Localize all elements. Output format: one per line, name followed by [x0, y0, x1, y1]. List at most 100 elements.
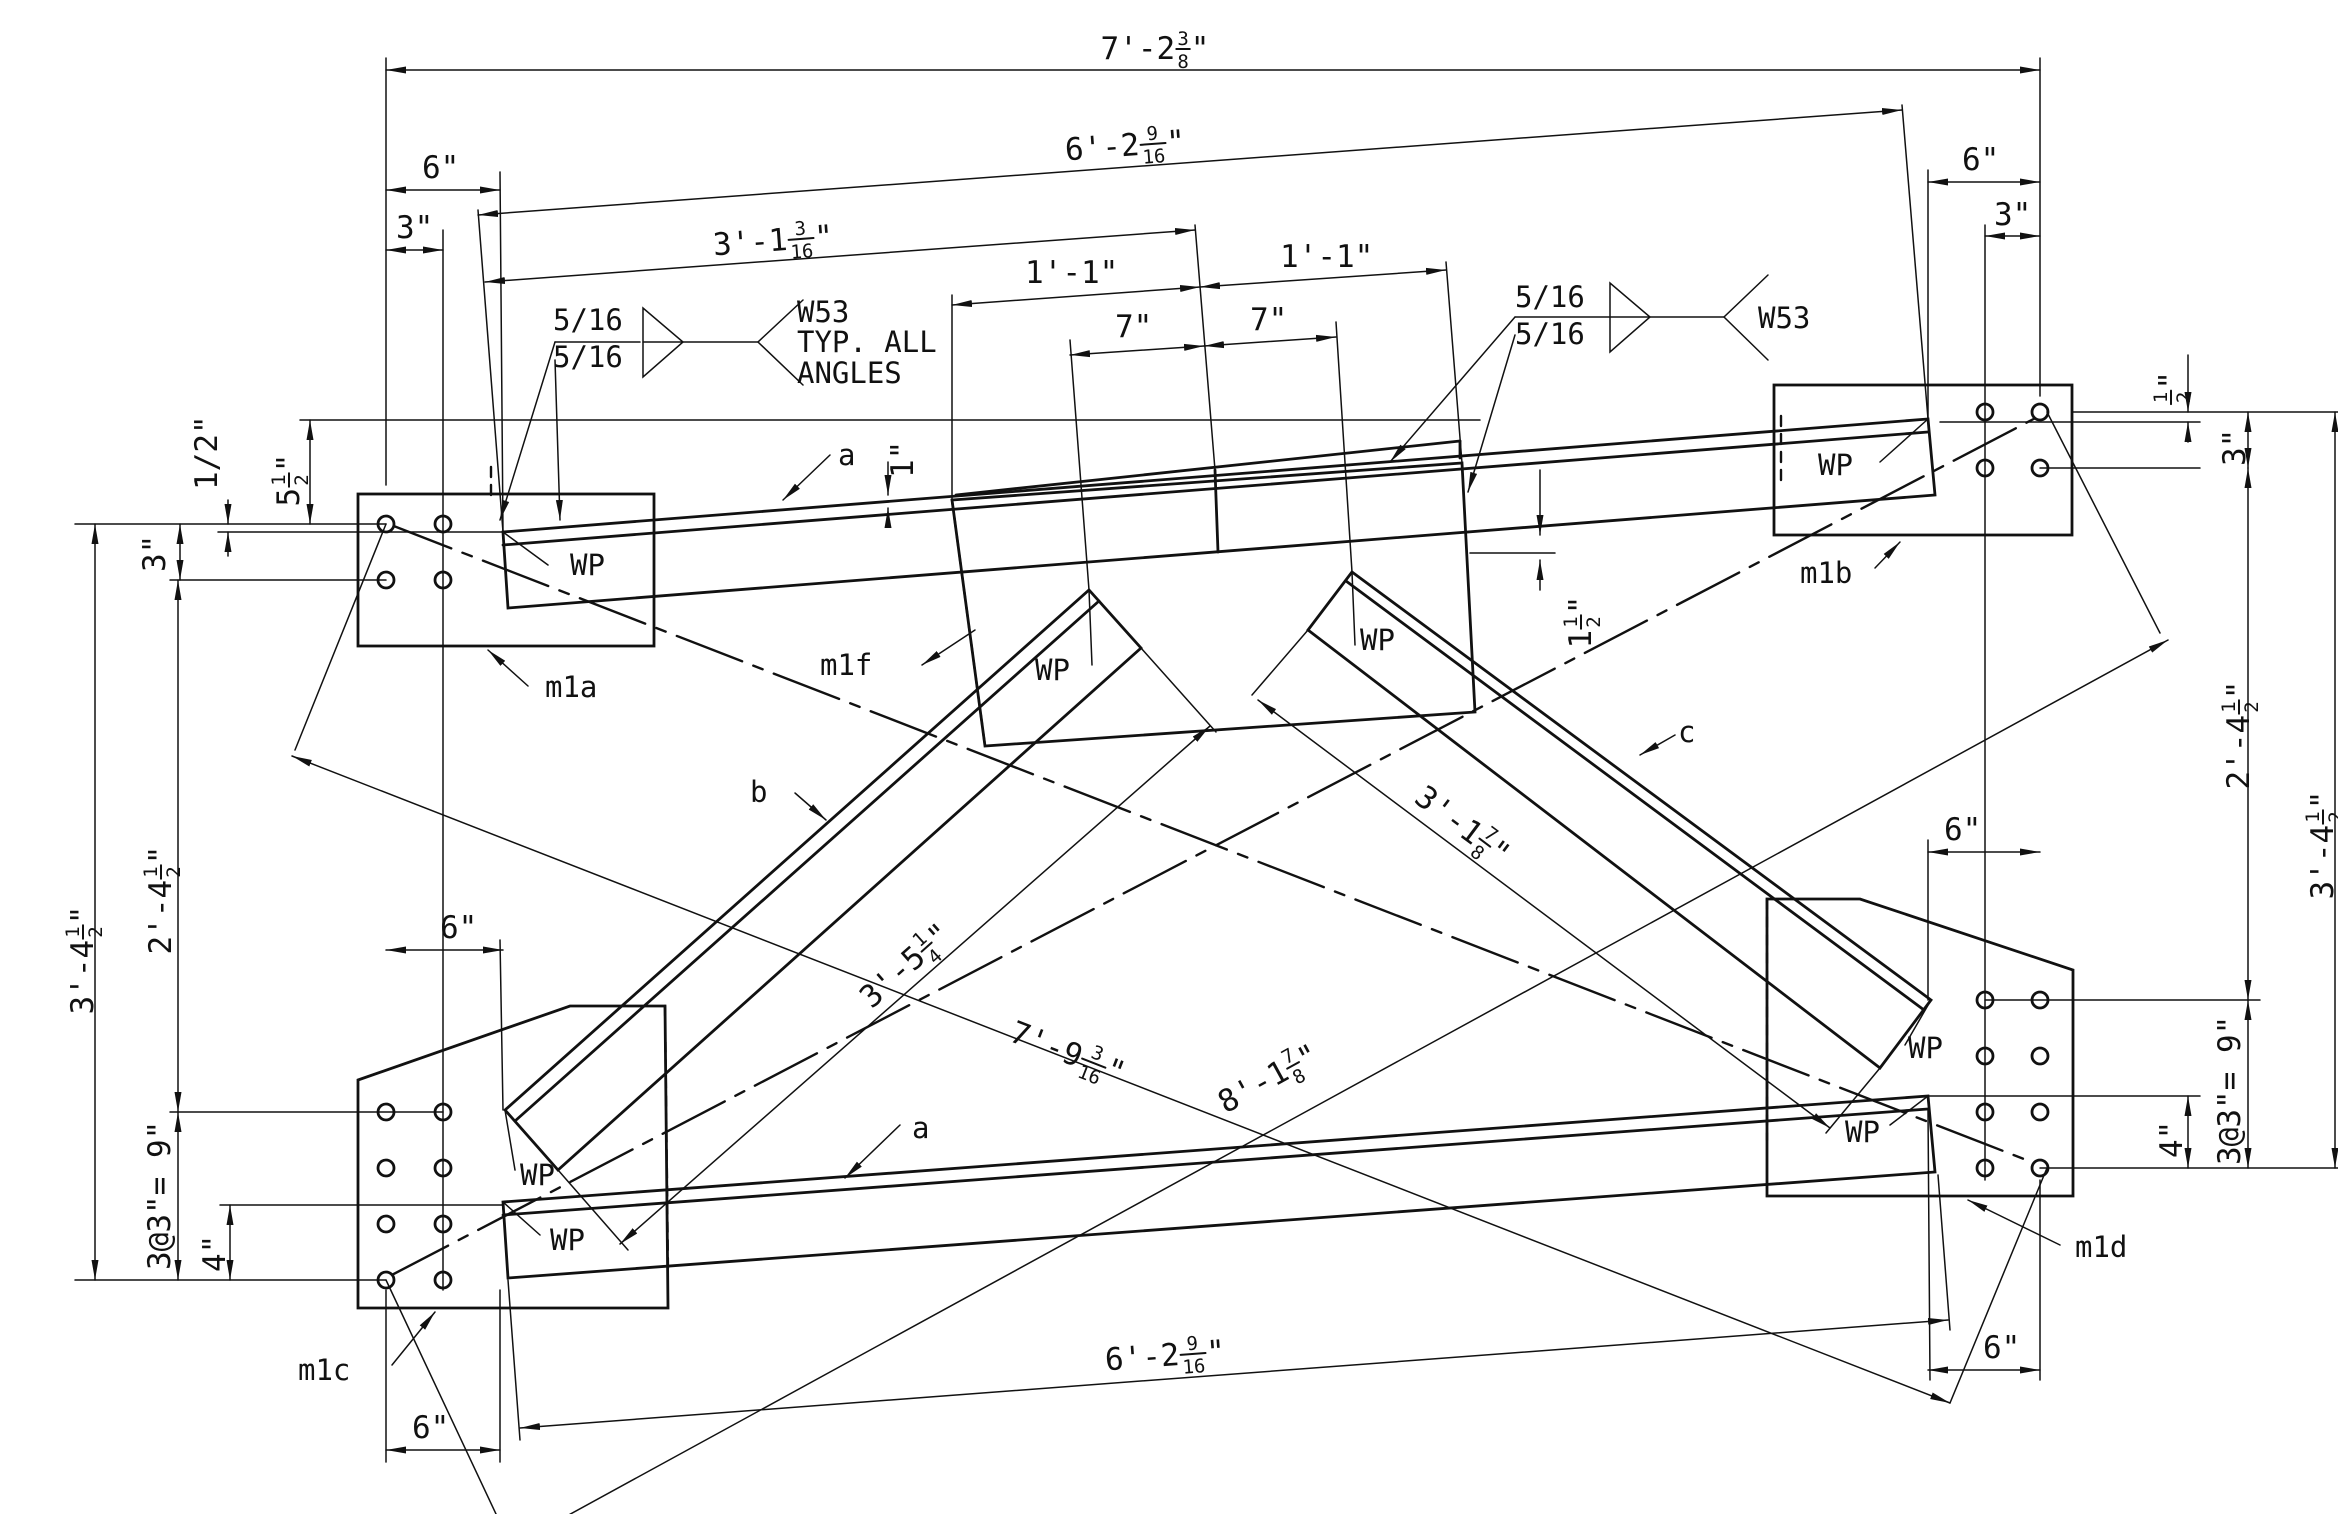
dim-denominator: 16 [1182, 1355, 1206, 1379]
dim-right-three-v: 3" [2217, 429, 2253, 466]
dim-right-six: 6" [1962, 142, 1999, 178]
dim-left-four: 4" [197, 1235, 233, 1272]
dim-right-four: 4" [2154, 1121, 2190, 1158]
weld-symbol-left [642, 299, 804, 386]
dim-denominator: 2 [2173, 392, 2195, 403]
weld-size-right-top: 5/16 [1515, 280, 1585, 314]
annotations: 5/16 5/16 W53 TYP. ALL ANGLES 5/16 5/16 … [62, 28, 2338, 1446]
weld-symbol-right [1609, 274, 1769, 361]
dim-inch-mark: " [2221, 681, 2257, 700]
dim-whole: 1 [1563, 630, 1599, 649]
angle-a-bottom [501, 1094, 1937, 1280]
dim-numerator: 1 [2302, 811, 2324, 822]
dim-whole: 5 [271, 488, 307, 507]
wp-top-right: WP [1818, 448, 1853, 482]
dim-numerator: 1 [268, 474, 290, 485]
dim-inch-mark: " [2153, 371, 2189, 390]
dim-whole: 7'-9 [1005, 1014, 1088, 1075]
dim-right-overall-height: 3'-412" [2302, 791, 2338, 900]
dim-denominator: 2 [1583, 616, 1605, 627]
dim-left-six: 6" [422, 150, 459, 186]
dim-center-left: 7" [1115, 309, 1152, 345]
dim-numerator: 1 [140, 866, 162, 877]
plate-m1a [356, 492, 656, 648]
wp-bottom-left-2: WP [550, 1223, 585, 1257]
fraction-bar [920, 941, 933, 953]
dim-inch-mark: " [271, 454, 307, 473]
dim-whole: 6'-2 [1104, 1337, 1181, 1378]
dim-whole: 7'-2 [1101, 31, 1176, 67]
dim-one-inch: 1" [885, 441, 921, 478]
wp-bottom-left-1: WP [520, 1158, 555, 1192]
bolt-hole [376, 1158, 396, 1178]
dim-left-three: 3" [396, 210, 433, 246]
mark-a-bottom: a [912, 1111, 929, 1145]
bolt-hole [2030, 1046, 2050, 1066]
dim-whole: 8'-1 [1212, 1053, 1295, 1120]
dim-inch-mark: " [1191, 31, 1210, 67]
dim-inch-mark: " [1100, 1051, 1130, 1091]
dim-inch-mark: " [143, 846, 179, 865]
dim-brace-c: 3'-178" [1408, 779, 1517, 873]
dim-numerator: 3 [1177, 28, 1188, 50]
dim-gusset-right: 1'-1" [1280, 239, 1373, 275]
bolt-holes [376, 402, 2050, 1290]
dim-denominator: 16 [1142, 145, 1166, 169]
mark-b: b [750, 775, 767, 809]
dim-numerator: 1 [62, 926, 84, 937]
dim-numerator: 9 [1146, 123, 1159, 146]
dim-bottom-right-six: 6" [1983, 1330, 2020, 1366]
dim-whole: 6'-2 [1064, 127, 1141, 168]
dim-center-right: 7" [1250, 302, 1287, 338]
fraction-bar [1139, 142, 1167, 146]
dim-gusset-left: 1'-1" [1025, 255, 1118, 291]
dim-denominator: 8 [1177, 51, 1188, 73]
dim-right-bolt-spacing: 3@3"= 9" [2212, 1016, 2248, 1165]
wp-top-left: WP [570, 548, 605, 582]
dim-numerator: 1 [2150, 392, 2172, 403]
dim-bottom-left-six-upper: 6" [440, 910, 477, 946]
dim-inch-mark: " [1563, 596, 1599, 615]
dim-inch-mark: " [1165, 124, 1186, 161]
dim-numerator: 3 [794, 218, 807, 241]
dim-denominator: 2 [2325, 811, 2338, 822]
dim-brace-b: 3'-514" [853, 916, 958, 1015]
dim-inch-mark: " [1205, 1334, 1226, 1371]
mark-c: c [1678, 715, 1695, 749]
fraction-bar [1478, 837, 1492, 848]
dim-denominator: 2 [85, 926, 107, 937]
dim-numerator: 9 [1186, 1333, 1199, 1356]
dim-left-half: 1/2" [189, 415, 225, 490]
mark-m1a: m1a [545, 670, 597, 704]
fraction-bar [1081, 1057, 1107, 1069]
dim-inch-mark: " [65, 906, 101, 925]
dim-bottom-left-six: 6" [412, 1410, 449, 1446]
dim-left-three-v: 3" [137, 535, 173, 572]
dim-numerator: 1 [1560, 616, 1582, 627]
bolt-hole [2030, 1102, 2050, 1122]
dim-inch-mark: " [2305, 791, 2338, 810]
dim-whole: 2'-4 [2221, 715, 2257, 790]
dim-denominator: 2 [163, 866, 185, 877]
fraction-bar [787, 237, 815, 241]
bolt-hole [2030, 402, 2050, 422]
dim-denominator: 2 [291, 474, 313, 485]
mark-m1f: m1f [820, 648, 872, 682]
wp-brace-b: WP [1035, 653, 1070, 687]
fraction-bar [1179, 1352, 1207, 1356]
dim-whole: 3'-1 [712, 222, 789, 263]
dim-whole: 3'-4 [65, 940, 101, 1015]
wp-lower-right-2: WP [1845, 1115, 1880, 1149]
